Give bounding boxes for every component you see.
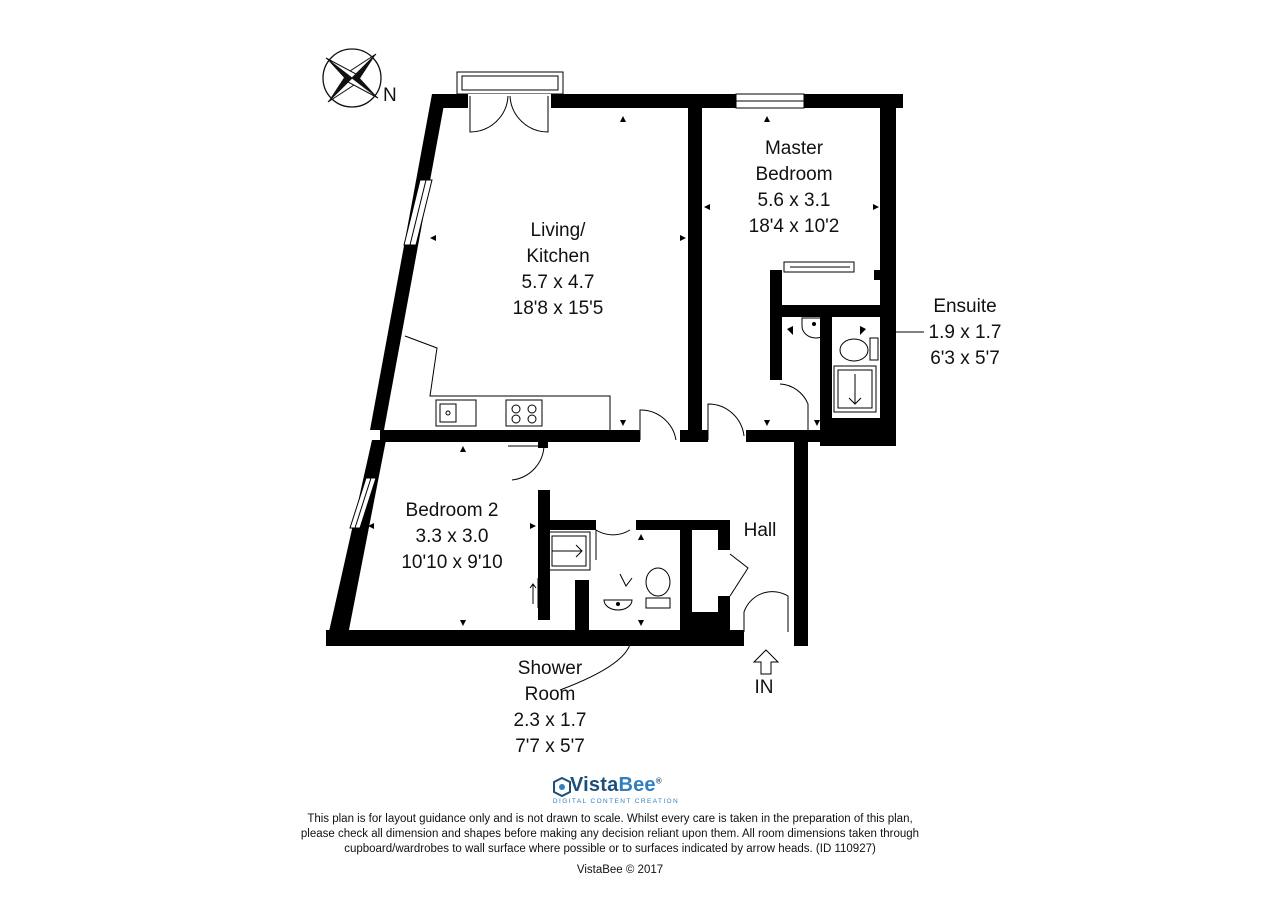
vistabee-logo-icon [553, 776, 571, 798]
windows [349, 93, 805, 529]
bedroom2-imperial: 10'10 x 9'10 [401, 552, 503, 573]
shower-room-fixtures [547, 531, 671, 691]
ensuite-metric: 1.9 x 1.7 [928, 322, 1002, 343]
bedroom2-metric: 3.3 x 3.0 [415, 526, 489, 547]
master-bedroom-label: Master Bedroom 5.6 x 3.1 18'4 x 10'2 [714, 136, 874, 240]
ensuite-fixtures [783, 261, 879, 413]
disclaimer-line-2: please check all dimension and shapes be… [300, 828, 920, 840]
brand-reg: ® [655, 776, 662, 786]
hall-name: Hall [743, 520, 777, 541]
shower-metric: 2.3 x 1.7 [513, 710, 587, 731]
master-name-line1: Master [764, 138, 824, 159]
cupboard-marks [529, 578, 539, 608]
living-kitchen-label: Living/ Kitchen 5.7 x 4.7 18'8 x 15'5 [478, 218, 638, 322]
north-label: N [383, 85, 397, 106]
master-metric: 5.6 x 3.1 [757, 190, 831, 211]
vistabee-tagline: DIGITAL CONTENT CREATION [552, 798, 680, 805]
disclaimer: This plan is for layout guidance only an… [240, 812, 980, 857]
shower-imperial: 7'7 x 5'7 [515, 736, 585, 757]
entrance-label: IN [744, 675, 784, 701]
copyright: VistaBee © 2017 [576, 864, 664, 876]
master-name-line2: Bedroom [755, 164, 833, 185]
ensuite-name: Ensuite [933, 296, 997, 317]
living-name-line1: Living/ [530, 220, 586, 241]
ensuite-label: Ensuite 1.9 x 1.7 6'3 x 5'7 [905, 294, 1025, 372]
walls [326, 94, 903, 646]
balcony-doors [456, 71, 564, 133]
brand-bee: Bee [618, 774, 656, 796]
master-imperial: 18'4 x 10'2 [748, 216, 840, 237]
bedroom2-label: Bedroom 2 3.3 x 3.0 10'10 x 9'10 [382, 498, 522, 576]
kitchen-counter [404, 335, 611, 430]
vistabee-brand: VistaBee® [570, 774, 662, 797]
living-name-line2: Kitchen [526, 246, 590, 267]
shower-name-line1: Shower [517, 658, 583, 679]
shower-name-line2: Room [524, 684, 576, 705]
ensuite-imperial: 6'3 x 5'7 [930, 348, 1000, 369]
disclaimer-line-3: cupboard/wardrobes to wall surface where… [344, 843, 876, 855]
entrance-text: IN [754, 677, 774, 698]
shower-room-label: Shower Room 2.3 x 1.7 7'7 x 5'7 [480, 656, 620, 760]
bedroom2-name: Bedroom 2 [405, 500, 499, 521]
living-imperial: 18'8 x 15'5 [512, 298, 604, 319]
living-metric: 5.7 x 4.7 [521, 272, 595, 293]
dimension-arrows [368, 116, 879, 626]
disclaimer-line-1: This plan is for layout guidance only an… [307, 813, 913, 825]
doors [508, 383, 809, 632]
hall-label: Hall [732, 518, 788, 544]
entrance-arrow-icon [752, 649, 780, 675]
brand-vista: Vista [570, 774, 619, 796]
compass-rose-icon [322, 48, 382, 108]
